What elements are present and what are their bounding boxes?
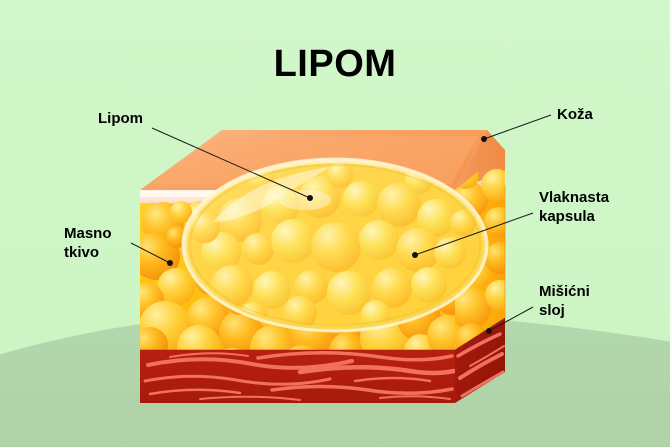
leader-lines	[130, 114, 552, 334]
capsule-spot-highlight	[279, 190, 331, 210]
label-koza-line-0: Koža	[557, 106, 593, 123]
label-vlaknasta-kapsula: Vlaknasta kapsula	[539, 189, 630, 225]
capsule-outline-inner	[189, 164, 481, 326]
leader-masno-tkivo	[130, 242, 171, 264]
muscle-fibers-front	[143, 351, 455, 401]
leader-koza	[483, 114, 552, 140]
leader-dot-koza	[481, 136, 487, 142]
leader-dot-lipom	[307, 195, 313, 201]
capsule-highlight	[213, 167, 330, 222]
leader-misicni-sloj	[488, 306, 534, 332]
label-masno-tkivo-line-1: tkivo	[64, 244, 99, 261]
leader-dot-vlaknasta-kapsula	[412, 252, 418, 258]
label-vlaknasta-kapsula-line-1: kapsula	[539, 208, 596, 225]
label-vlaknasta-kapsula-line-0: Vlaknasta	[539, 189, 610, 206]
label-misicni-sloj-line-1: sloj	[539, 302, 565, 319]
leader-dot-misicni-sloj	[486, 328, 492, 334]
label-lipom-line-0: Lipom	[98, 110, 143, 127]
label-misicni-sloj: Mišićni sloj	[539, 283, 611, 319]
capsule-outline	[181, 157, 489, 333]
page-title: LIPOM	[274, 43, 397, 85]
label-masno-tkivo-line-0: Masno	[64, 225, 112, 242]
label-masno-tkivo: Masno tkivo	[64, 225, 132, 261]
leader-vlaknasta-kapsula	[414, 212, 534, 256]
label-lipom: Lipom	[98, 110, 156, 127]
label-misicni-sloj-line-0: Mišićni	[539, 283, 590, 300]
leader-lipom	[151, 127, 311, 199]
muscle-layer	[140, 317, 506, 403]
lipoma-mass	[181, 157, 489, 333]
muscle-fibers-right	[456, 332, 505, 398]
label-koza: Koža	[557, 106, 605, 123]
leader-dot-masno-tkivo	[167, 260, 173, 266]
